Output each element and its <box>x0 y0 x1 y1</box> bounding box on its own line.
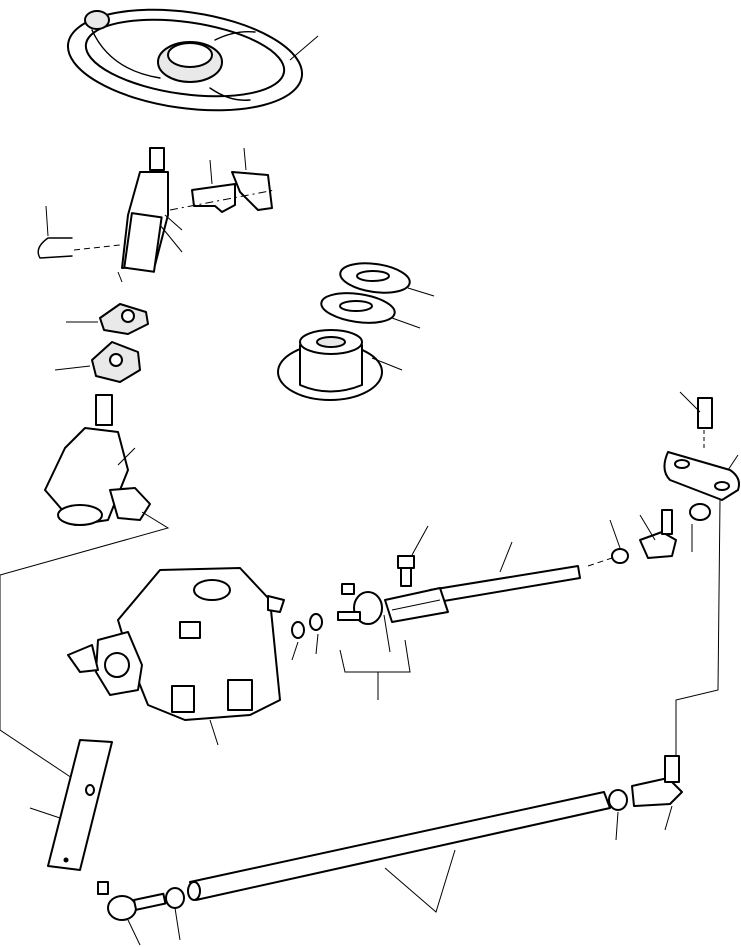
tie-rod-end-right <box>608 755 683 841</box>
column-bracket <box>191 159 236 213</box>
steering-wheel <box>66 8 319 112</box>
bushing <box>689 503 711 552</box>
shim-gasket-lower <box>320 292 421 329</box>
pitman-arm <box>29 739 113 871</box>
steering-gearbox <box>67 567 285 746</box>
ball-joint <box>291 583 411 700</box>
tie-rod-end-left <box>97 881 185 946</box>
steering-arm <box>663 451 740 756</box>
tie-rod-end-right-upper <box>587 509 677 567</box>
column-clip <box>231 147 273 211</box>
bolt-upper-right <box>679 391 713 450</box>
tie-rod <box>187 791 611 913</box>
steering-valve <box>0 394 170 781</box>
shim-gasket-upper <box>339 262 435 297</box>
u-bolt <box>37 205 121 259</box>
drag-link <box>384 541 581 623</box>
coupling-lower <box>54 341 141 383</box>
column-boot <box>277 329 403 401</box>
coupling-upper <box>66 303 149 335</box>
steering-column <box>117 147 183 283</box>
drag-link-bolt <box>397 525 429 587</box>
